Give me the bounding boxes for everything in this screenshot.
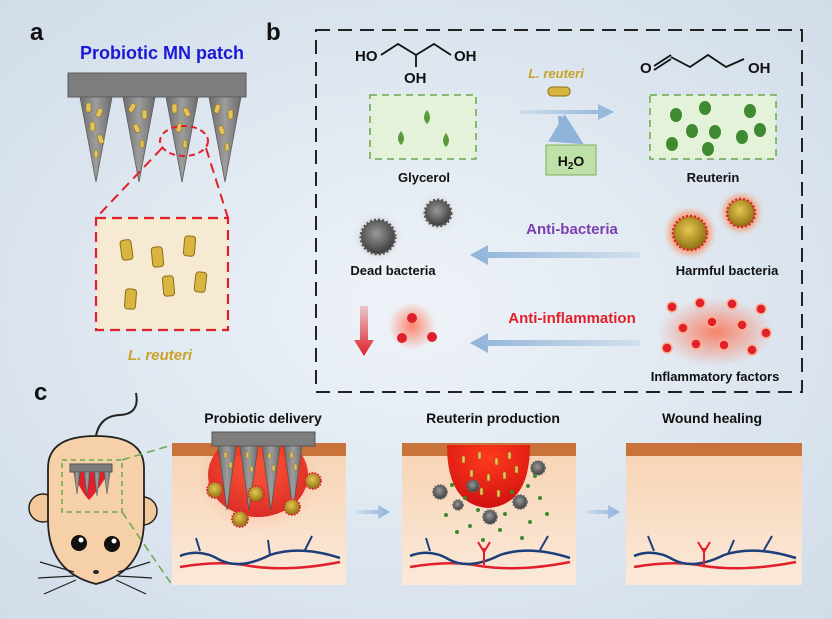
zoom-bacteria <box>119 235 208 310</box>
mouse-eye-left <box>71 535 87 551</box>
reduced-inflammatory-factors <box>388 302 437 350</box>
panel-c: c Probiotic delivery <box>28 379 802 595</box>
panel-b: b HO OH OH Glycerol L. reuteri H2O O <box>266 19 803 393</box>
water-o: O <box>573 153 584 169</box>
harmful-bacteria-icons <box>668 195 759 255</box>
reuterin-label: Reuterin <box>687 170 740 185</box>
step-arrow-2 <box>586 505 620 519</box>
l-reuteri-icon <box>547 86 571 97</box>
anti-bacteria-arrow <box>470 245 640 265</box>
harmful-bacteria-label: Harmful bacteria <box>676 263 779 278</box>
water-box <box>545 144 597 176</box>
glycerol-oh-bottom: OH <box>404 70 427 87</box>
needle-bacteria <box>85 102 234 159</box>
zoom-box <box>94 216 230 332</box>
zoom-line-right <box>205 147 229 219</box>
mn-patch-title: Probiotic MN patch <box>80 43 244 63</box>
l-reuteri-label-a: L. reuteri <box>128 347 193 364</box>
water-arrow <box>548 114 584 145</box>
skin-section-2 <box>402 443 576 585</box>
panel-a: a Probiotic MN patch <box>30 19 247 364</box>
panel-label-a: a <box>30 19 44 46</box>
conversion-arrow <box>520 104 614 120</box>
step3-title: Wound healing <box>662 410 762 426</box>
water-h: H <box>558 153 568 169</box>
mn-patch-base <box>67 72 247 98</box>
glycerol-structure: HO OH OH <box>355 42 477 87</box>
skin-section-3 <box>626 443 802 585</box>
dead-bacteria-icons <box>358 198 453 257</box>
panel-label-b: b <box>266 19 281 46</box>
step1-title: Probiotic delivery <box>204 410 322 426</box>
reuterin-o: O <box>640 60 652 77</box>
reuterin-oh: OH <box>748 60 771 77</box>
zoom-line-left <box>95 147 163 219</box>
step2-title: Reuterin production <box>426 410 560 426</box>
anti-inflammation-label: Anti-inflammation <box>508 310 636 327</box>
anti-bacteria-label: Anti-bacteria <box>526 221 618 238</box>
inflammatory-factor-cluster <box>658 297 774 366</box>
glycerol-label: Glycerol <box>398 170 450 185</box>
mouse-tail <box>94 392 138 448</box>
reuterin-molecules <box>666 101 766 156</box>
mouse-eye-right <box>104 536 120 552</box>
dead-bacteria-label: Dead bacteria <box>350 263 436 278</box>
panel-b-frame <box>315 29 803 393</box>
step-arrow-1 <box>356 505 390 519</box>
anti-inflammation-arrow <box>470 333 640 353</box>
decrease-arrow <box>354 306 374 356</box>
skin-section-1 <box>172 428 346 585</box>
glycerol-box <box>369 94 477 160</box>
panel-label-c: c <box>34 379 47 406</box>
glycerol-drops <box>398 110 449 147</box>
inflammatory-factors-label: Inflammatory factors <box>651 369 780 384</box>
mouse-patch-outline <box>61 459 123 513</box>
water-sub: 2 <box>568 161 574 172</box>
mouse-body <box>47 435 145 585</box>
l-reuteri-label-b: L. reuteri <box>528 66 584 81</box>
zoom-circle <box>159 125 209 157</box>
glycerol-oh-right: OH <box>454 48 477 65</box>
water-label: H2O <box>558 153 585 172</box>
reuterin-structure: O OH <box>640 53 771 77</box>
mouse-illustration <box>28 392 173 595</box>
glycerol-ho: HO <box>355 48 378 65</box>
